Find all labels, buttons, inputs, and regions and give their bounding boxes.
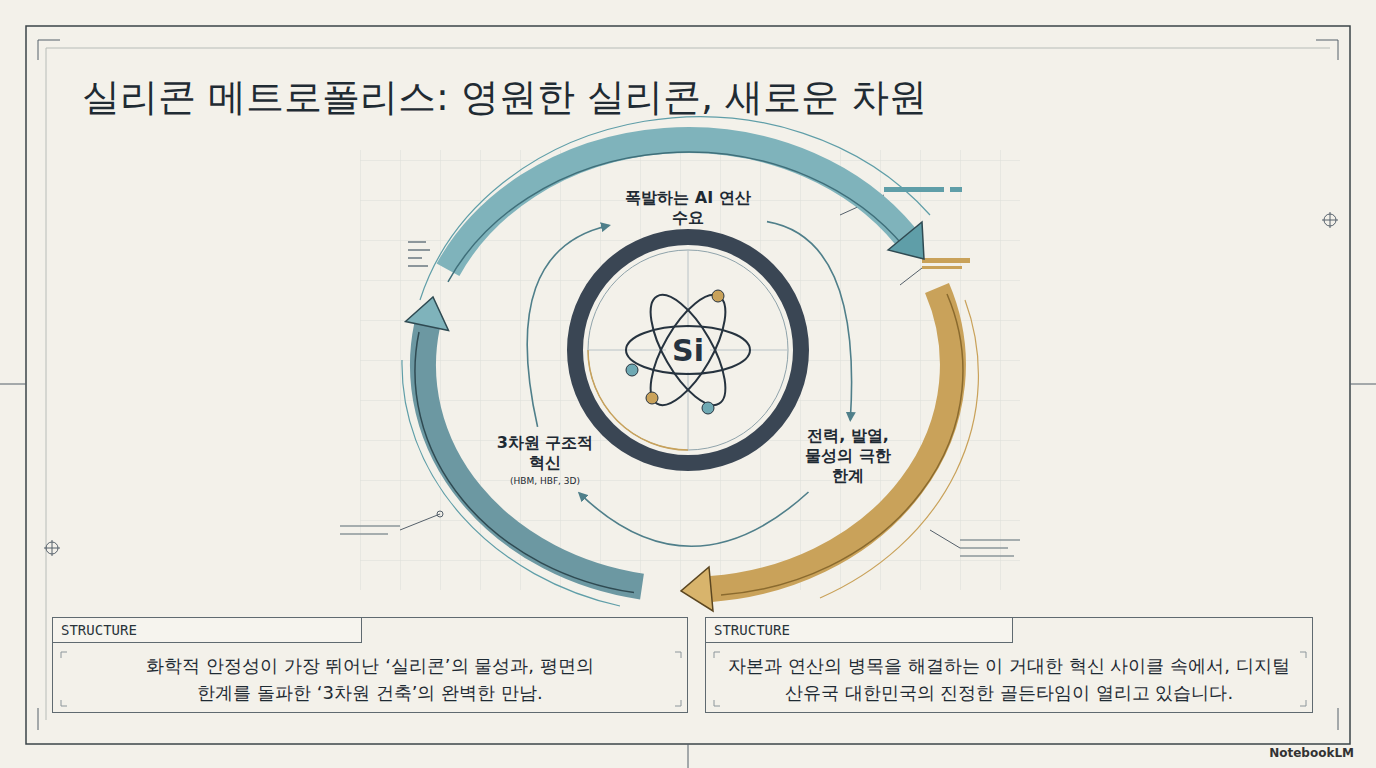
text-panel: STRUCTURE 자본과 연산의 병목을 해결하는 이 거대한 혁신 사이클 속… (705, 617, 1313, 713)
panel-heading: STRUCTURE (52, 617, 362, 643)
element-symbol: Si (658, 333, 718, 368)
panel-body: 자본과 연산의 병목을 해결하는 이 거대한 혁신 사이클 속에서, 디지털 산… (719, 652, 1299, 706)
cycle-stage: 3차원 구조적 혁신 (HBM, HBF, 3D) (490, 431, 600, 489)
element-label: Si (658, 333, 718, 368)
watermark: NotebookLM (1269, 746, 1354, 760)
stage-label: 3차원 구조적 혁신 (494, 433, 596, 473)
cycle-connector (767, 222, 852, 420)
stage-label: 전력, 발열, 물성의 극한 한계 (804, 426, 892, 486)
cycle-connector (579, 492, 808, 546)
panel-heading: STRUCTURE (705, 617, 1013, 643)
text-panel: STRUCTURE 화학적 안정성이 가장 뛰어난 ‘실리콘’의 물성과, 평면의… (52, 617, 688, 713)
diagram-title: 실리콘 메트로폴리스: 영원한 실리콘, 새로운 차원 (82, 72, 927, 123)
cycle-connector (527, 225, 609, 426)
stage-label: 폭발하는 AI 연산 수요 (617, 188, 759, 228)
panel-body: 화학적 안정성이 가장 뛰어난 ‘실리콘’의 물성과, 평면의 한계를 돌파한 … (135, 652, 605, 706)
stage-subtitle: (HBM, HBF, 3D) (494, 476, 596, 487)
outer-frame (26, 26, 1350, 744)
cycle-stage: 폭발하는 AI 연산 수요 (613, 186, 763, 230)
cycle-stage: 전력, 발열, 물성의 극한 한계 (800, 424, 896, 488)
